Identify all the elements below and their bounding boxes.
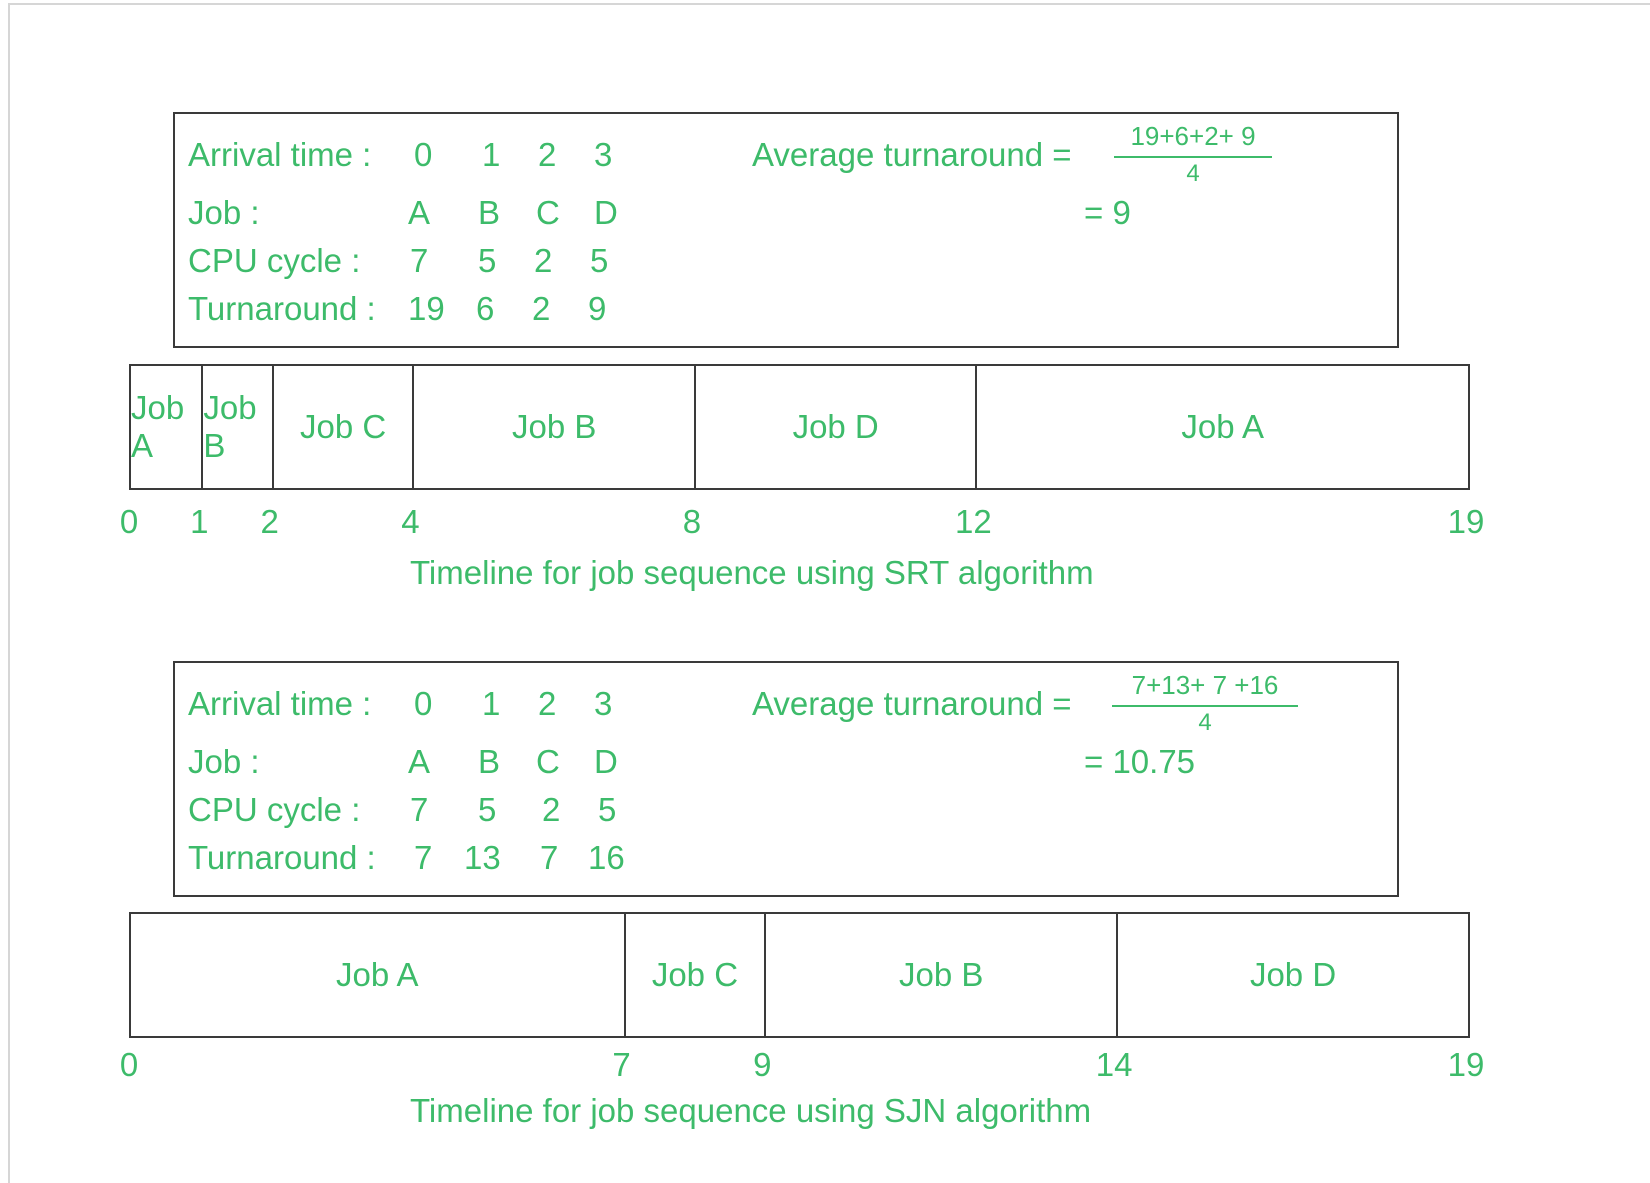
srt-arrival-b: 1 — [482, 136, 501, 173]
sjn-tick-9: 9 — [753, 1046, 772, 1083]
srt-tick-4: 4 — [401, 503, 420, 540]
sjn-segment-1: Job A — [336, 956, 419, 993]
sjn-cpu-c: 2 — [542, 791, 561, 828]
sjn-avg-label: Average turnaround = — [752, 685, 1072, 722]
sjn-avg-fraction: 7+13+ 7 +16 4 — [1112, 670, 1298, 737]
sjn-turnaround-a: 7 — [414, 839, 433, 876]
srt-tick-12: 12 — [955, 503, 992, 540]
sjn-arrival-a: 0 — [414, 685, 433, 722]
sjn-tick-19: 19 — [1447, 1046, 1485, 1083]
sjn-job-b: B — [478, 743, 501, 780]
sjn-segment-2: Job C — [623, 914, 765, 1036]
srt-segment-5: Job D — [693, 366, 975, 488]
srt-arrival-d: 3 — [594, 136, 613, 173]
srt-tick-0: 0 — [119, 503, 139, 540]
sjn-job-d: D — [594, 743, 618, 780]
srt-job-d: D — [594, 194, 618, 231]
sjn-tick-0: 0 — [119, 1046, 139, 1083]
sjn-avg-numerator: 7+13+ 7 +16 — [1112, 670, 1298, 707]
srt-turnaround-b: 6 — [476, 290, 495, 327]
srt-job-a: A — [408, 194, 431, 231]
srt-segment-3: Job C — [271, 366, 413, 488]
srt-tick-2: 2 — [260, 503, 279, 540]
srt-avg-denominator: 4 — [1186, 160, 1200, 187]
srt-segment-6: Job A — [975, 366, 1468, 488]
srt-caption: Timeline for job sequence using SRT algo… — [410, 554, 1094, 591]
sjn-avg-denominator: 4 — [1198, 709, 1212, 736]
srt-turnaround-d: 9 — [588, 290, 607, 327]
srt-arrival-a: 0 — [414, 136, 433, 173]
srt-segment-1: Job A — [131, 389, 185, 464]
srt-avg-numerator: 19+6+2+ 9 — [1114, 121, 1272, 158]
sjn-segment-4: Job D — [1116, 914, 1468, 1036]
sjn-arrival-d: 3 — [594, 685, 613, 722]
srt-cpu-c: 2 — [534, 242, 553, 279]
srt-row-label-arrival: Arrival time : — [188, 136, 372, 173]
sjn-row-label-cpu: CPU cycle : — [188, 791, 361, 828]
srt-avg-label: Average turnaround = — [752, 136, 1072, 173]
srt-segment-4: Job B — [412, 366, 693, 488]
srt-cpu-a: 7 — [410, 242, 429, 279]
sjn-caption: Timeline for job sequence using SJN algo… — [410, 1092, 1092, 1129]
sjn-arrival-b: 1 — [482, 685, 501, 722]
figure-frame — [8, 3, 1650, 1183]
sjn-cpu-d: 5 — [598, 791, 617, 828]
srt-cpu-d: 5 — [590, 242, 609, 279]
sjn-row-label-arrival: Arrival time : — [188, 685, 372, 722]
sjn-turnaround-d: 16 — [588, 839, 625, 876]
srt-row-label-turnaround: Turnaround : — [188, 290, 376, 327]
sjn-row-label-turnaround: Turnaround : — [188, 839, 376, 876]
sjn-turnaround-b: 13 — [464, 839, 501, 876]
sjn-row-label-job: Job : — [188, 743, 260, 780]
srt-turnaround-c: 2 — [532, 290, 551, 327]
sjn-avg-result: = 10.75 — [1084, 743, 1196, 780]
srt-tick-1: 1 — [190, 503, 209, 540]
sjn-job-c: C — [536, 743, 560, 780]
srt-row-label-job: Job : — [188, 194, 260, 231]
srt-info-panel — [173, 112, 1399, 348]
sjn-turnaround-c: 7 — [540, 839, 559, 876]
srt-tick-8: 8 — [682, 503, 702, 540]
sjn-cpu-a: 7 — [410, 791, 429, 828]
srt-job-c: C — [536, 194, 560, 231]
sjn-job-a: A — [408, 743, 431, 780]
srt-avg-fraction: 19+6+2+ 9 4 — [1114, 121, 1272, 188]
srt-segment-2: Job B — [201, 366, 271, 488]
srt-avg-result: = 9 — [1084, 194, 1131, 231]
sjn-arrival-c: 2 — [538, 685, 557, 722]
srt-tick-19: 19 — [1447, 503, 1485, 540]
srt-job-b: B — [478, 194, 501, 231]
sjn-tick-14: 14 — [1095, 1046, 1133, 1083]
srt-turnaround-a: 19 — [408, 290, 445, 327]
srt-cpu-b: 5 — [478, 242, 497, 279]
sjn-segment-3: Job B — [764, 914, 1116, 1036]
srt-arrival-c: 2 — [538, 136, 557, 173]
sjn-tick-labels: 0 7 9 14 19 — [120, 1046, 1485, 1088]
srt-row-label-cpu: CPU cycle : — [188, 242, 361, 279]
sjn-info-panel — [173, 661, 1399, 897]
sjn-tick-7: 7 — [612, 1046, 631, 1083]
sjn-cpu-b: 5 — [478, 791, 497, 828]
